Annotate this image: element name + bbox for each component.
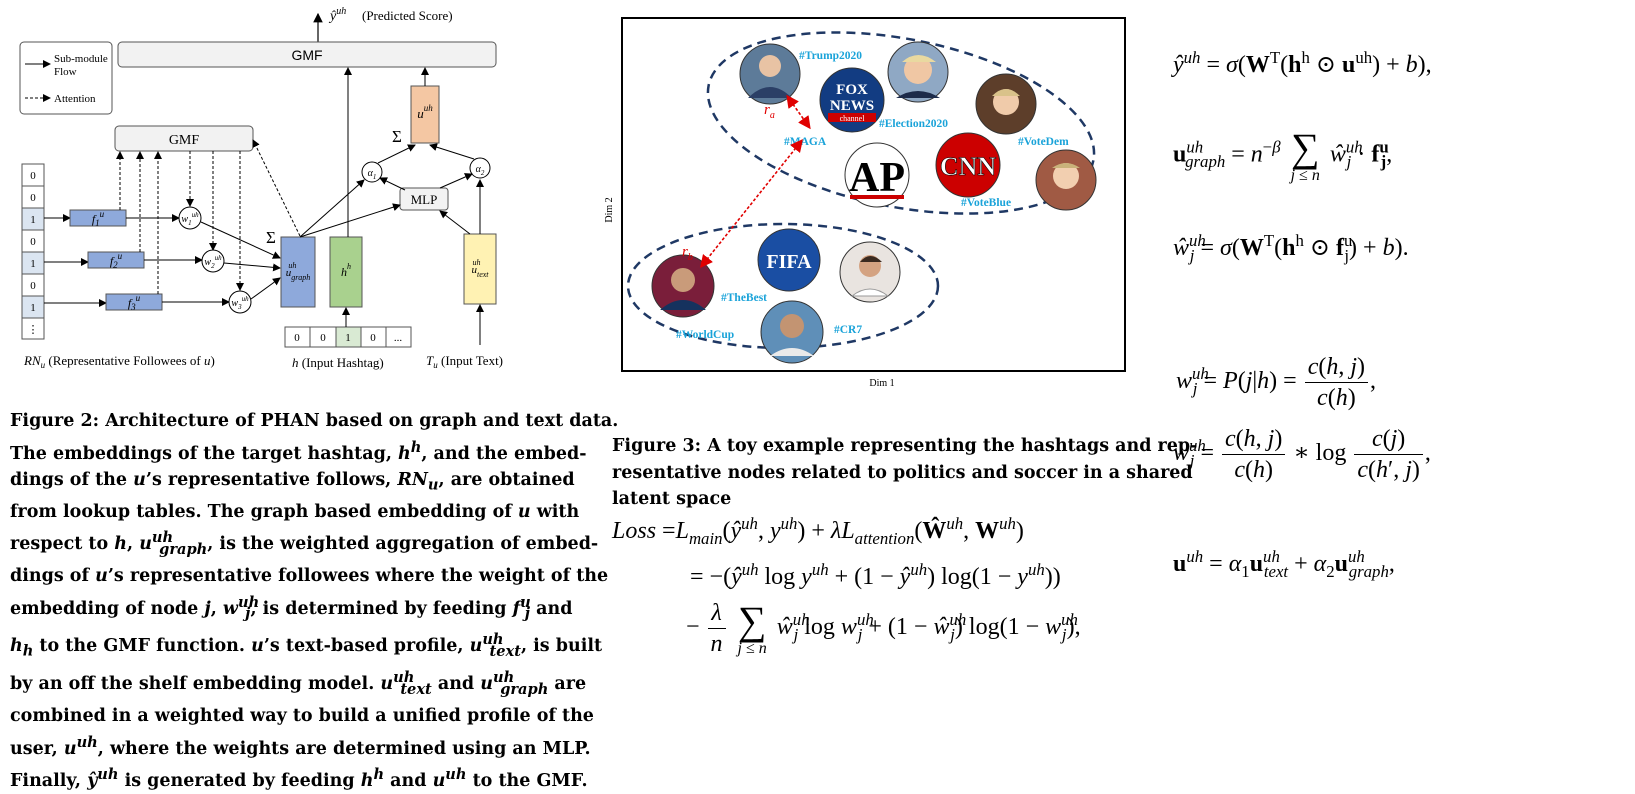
loss-equation-line-2: = −(ŷuh log yuh + (1 − ŷuh) log(1 − yuh)… (690, 560, 1061, 590)
hashtag-voteblue: #VoteBlue (961, 197, 1011, 209)
svg-text:channel: channel (840, 114, 866, 123)
person-node (760, 300, 824, 364)
caption-line: user, uuh, where the weights are determi… (10, 733, 591, 759)
hashtag-votedem: #VoteDem (1018, 136, 1069, 148)
equation-y-hat: ŷuh = σ(WT(hh ⊙ uuh) + b), (1173, 48, 1432, 78)
caption-line: dings of u’s representative followees wh… (10, 566, 609, 587)
fifa-logo: FIFA (757, 228, 821, 292)
svg-text:α1: α1 (368, 168, 377, 181)
person-node (839, 241, 901, 303)
x-axis-label: Dim 1 (869, 378, 894, 389)
rb-arrow (700, 138, 803, 269)
predicted-score-label: (Predicted Score) (362, 8, 453, 23)
caption-line: Figure 3: A toy example representing the… (612, 436, 1198, 456)
mlp-box (399, 187, 449, 211)
caption-line: latent space (612, 489, 732, 509)
hashtag-cell: 0 (294, 332, 300, 344)
label-rn: RNu (Representative Followees of u) (23, 353, 215, 370)
caption-line: from lookup tables. The graph based embe… (10, 501, 580, 522)
svg-text:α2: α2 (476, 164, 485, 177)
equation-u-combined: uuh = α1uuhtext + α2uuhgraph, (1173, 547, 1395, 581)
fox-news-logo: FOX NEWS channel (819, 67, 885, 133)
hashtag-election2020: #Election2020 (879, 118, 948, 130)
soccer-cluster (626, 222, 940, 350)
svg-text:CNN: CNN (940, 152, 997, 181)
caption-line: respect to h, uuhgraph, is the weighted … (10, 529, 599, 558)
gmf-mid-label: GMF (169, 133, 200, 148)
rn-cell: ⋮ (28, 324, 39, 336)
hashtag-cell: 1 (345, 332, 351, 344)
equation-w-prob: wuhj = P(j|h) = c(h, j)c(h), (1176, 354, 1377, 411)
caption-line: The embeddings of the target hashtag, hh… (10, 438, 587, 464)
figure-3-latent-space: Dim 2 Dim 1 FOX NEWS channel AP CNN (604, 17, 1126, 389)
gmf-mid-box (114, 125, 254, 152)
loss-equation-line-1: Loss =Lmain(ŷuh, yuh) + λLattention(Ŵuh,… (612, 514, 1024, 548)
equation-w-hat: ŵuhj = σ(WT(hh ⊙ fuj) + b). (1173, 231, 1409, 265)
u-uh-box (410, 85, 440, 144)
person-node (651, 254, 715, 318)
svg-text:FOX: FOX (836, 82, 868, 98)
h-box (329, 236, 363, 308)
gmf-top-box (117, 41, 497, 68)
svg-text:AP: AP (849, 155, 905, 201)
caption-line: embedding of node j, wuhj, is determined… (10, 593, 573, 622)
alpha2-node (469, 157, 491, 179)
mlp-label: MLP (411, 192, 438, 207)
hashtag-cr7: #CR7 (834, 324, 862, 336)
label-h: h (Input Hashtag) (292, 355, 384, 370)
equation-w-log: wuhj = c(h, j)c(h) ∗ log c(j)c(h′, j), (1173, 426, 1431, 483)
gmf-top-label: GMF (291, 47, 322, 63)
rn-cell: 1 (30, 214, 36, 226)
predicted-score-symbol: ŷuh (328, 6, 346, 24)
svg-text:NEWS: NEWS (830, 98, 874, 114)
sigma-user: Σ (392, 127, 402, 146)
person-node (739, 43, 801, 105)
u-graph-box (280, 236, 316, 308)
ap-logo: AP (844, 142, 910, 208)
hashtag-maga: #MAGA (784, 136, 827, 148)
caption-line: resentative nodes related to politics an… (612, 462, 1193, 483)
person-node (975, 73, 1037, 135)
rn-cell: 0 (30, 280, 36, 292)
rn-cell: 0 (30, 192, 36, 204)
label-t: Tu (Input Text) (426, 353, 503, 370)
caption-line: by an off the shelf embedding model. uuh… (10, 669, 587, 698)
rn-cell: 0 (30, 236, 36, 248)
u-text-box (463, 233, 497, 305)
svg-text:hh: hh (341, 262, 351, 279)
rn-cell: 1 (30, 302, 36, 314)
ra-label: ra (764, 102, 775, 121)
rn-cell: 1 (30, 258, 36, 270)
sigma-graph: Σ (266, 228, 276, 247)
y-axis-label: Dim 2 (604, 197, 615, 222)
caption-line: hh to the GMF function. u’s text-based p… (10, 631, 603, 660)
hashtag-worldcup: #WorldCup (676, 329, 734, 341)
figure-2-caption: Figure 2: Architecture of PHAN based on … (10, 408, 619, 794)
caption-line: combined in a weighted way to build a un… (10, 706, 594, 727)
person-node (1035, 149, 1097, 211)
hashtag-thebest: #TheBest (721, 292, 767, 304)
legend-attention-label: Attention (54, 93, 96, 105)
caption-line: dings of the u’s representative follows,… (10, 469, 575, 494)
w-weights: w1uh w2uh w3uh (126, 206, 281, 314)
hashtag-cell: ... (394, 332, 403, 344)
cnn-logo: CNN (935, 132, 1001, 198)
svg-text:FIFA: FIFA (766, 251, 812, 273)
figure-3-caption: Figure 3: A toy example representing the… (612, 433, 1198, 513)
alpha1-node (361, 161, 383, 183)
equation-u-graph: uuhgraph = n−β ∑j ≤ n ŵuhj · fuj, (1173, 125, 1393, 184)
caption-line: Finally, ŷuh is generated by feeding hh … (10, 765, 588, 791)
person-node (887, 41, 949, 103)
hashtag-vector: 0 0 1 0 ... (284, 326, 412, 348)
caption-line: Figure 2: Architecture of PHAN based on … (10, 411, 619, 431)
hashtag-cell: 0 (320, 332, 326, 344)
rn-cell: 0 (30, 170, 36, 182)
rn-vector: 0 0 1 0 1 0 1 ⋮ (21, 163, 45, 340)
hashtag-trump2020: #Trump2020 (799, 50, 862, 62)
rb-label: rb (682, 244, 693, 263)
hashtag-cell: 0 (370, 332, 376, 344)
